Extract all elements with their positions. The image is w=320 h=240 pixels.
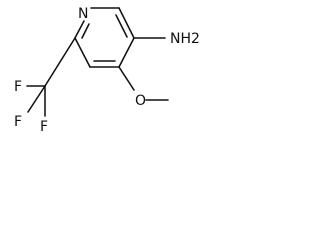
- bond-c5-c6: [74, 37, 91, 68]
- fluorine-left-label: F: [14, 114, 22, 130]
- methoxy-oxygen-label: O: [135, 93, 146, 109]
- fluorine-top-left-label: F: [14, 79, 22, 95]
- chemical-structure-diagram: N NH2 O F F F: [0, 0, 218, 138]
- bond-c3-c4: [118, 37, 135, 68]
- fluorine-bottom-label: F: [40, 119, 48, 135]
- ring-nitrogen-label: N: [78, 6, 88, 22]
- bond-c2-c3: [118, 7, 135, 39]
- bond-cf3-carbon-to-fluorine-left: [27, 85, 46, 113]
- double-bond-c6-n1: [81, 23, 90, 39]
- amine-label: NH2: [170, 31, 200, 47]
- bond-c6-n1: [74, 20, 85, 39]
- double-bond-c2-c3: [115, 14, 128, 38]
- molecule-svg: N NH2 O F F F: [14, 6, 200, 135]
- bond-ring-to-oxygen: [118, 66, 135, 91]
- bond-ring-to-cf3-carbon: [44, 37, 76, 87]
